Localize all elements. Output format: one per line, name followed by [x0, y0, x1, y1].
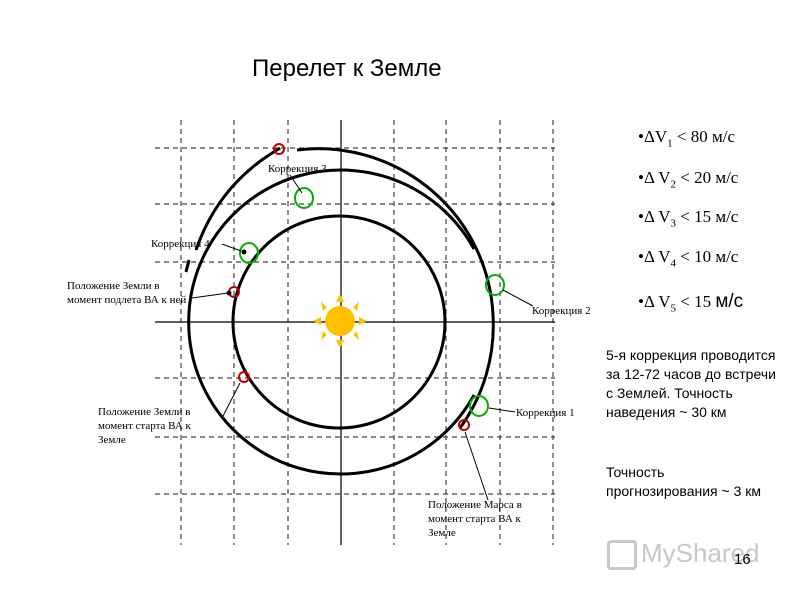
leader-lines	[191, 174, 534, 501]
note-fifth-correction: 5-я коррекция проводится за 12-72 часов …	[606, 347, 776, 420]
delta-v-1: •ΔV1 < 80 м/с	[638, 127, 736, 150]
correction-markers	[239, 187, 505, 417]
mars-orbit	[296, 147, 495, 429]
correction-3-marker	[294, 187, 314, 209]
label-correction-4: Коррекция 4	[151, 238, 210, 250]
delta-v-4: •Δ V4 < 10 м/с	[638, 247, 739, 270]
page-number: 16	[734, 551, 751, 568]
planet-markers	[228, 143, 470, 431]
delta-v-2: •Δ V2 < 20 м/с	[638, 168, 739, 191]
earth-orbit	[231, 214, 447, 430]
delta-v-3: •Δ V3 < 15 м/с	[638, 207, 739, 230]
axes	[155, 120, 555, 545]
slide-title: Перелет к Земле	[252, 55, 442, 82]
label-correction-1: Коррекция 1	[516, 407, 575, 419]
correction-1-marker	[469, 395, 489, 417]
label-mars-start: Положение Марса в момент старта ВА к Зем…	[428, 499, 522, 539]
label-earth-arrival: Положение Земли в момент подлета ВА к не…	[67, 280, 187, 306]
mars-start-marker	[458, 419, 470, 431]
label-correction-3: Коррекция 3	[268, 163, 327, 175]
label-correction-2: Коррекция 2	[532, 305, 591, 317]
label-earth-start: Положение Земли в момент старта ВА к Зем…	[98, 406, 191, 446]
marker-top	[273, 143, 285, 155]
watermark: MyShared	[607, 538, 760, 571]
grid	[155, 120, 555, 545]
watermark-logo-icon	[607, 540, 637, 571]
delta-v-5: •Δ V5 < 15 м/с	[638, 291, 744, 315]
sun-icon	[313, 294, 367, 348]
earth-start-marker	[238, 371, 250, 383]
transfer-trajectory	[187, 168, 476, 476]
note-prediction: Точность прогнозирования ~ 3 км	[606, 464, 762, 499]
correction-4-marker	[239, 242, 259, 264]
correction-2-marker	[485, 274, 505, 296]
